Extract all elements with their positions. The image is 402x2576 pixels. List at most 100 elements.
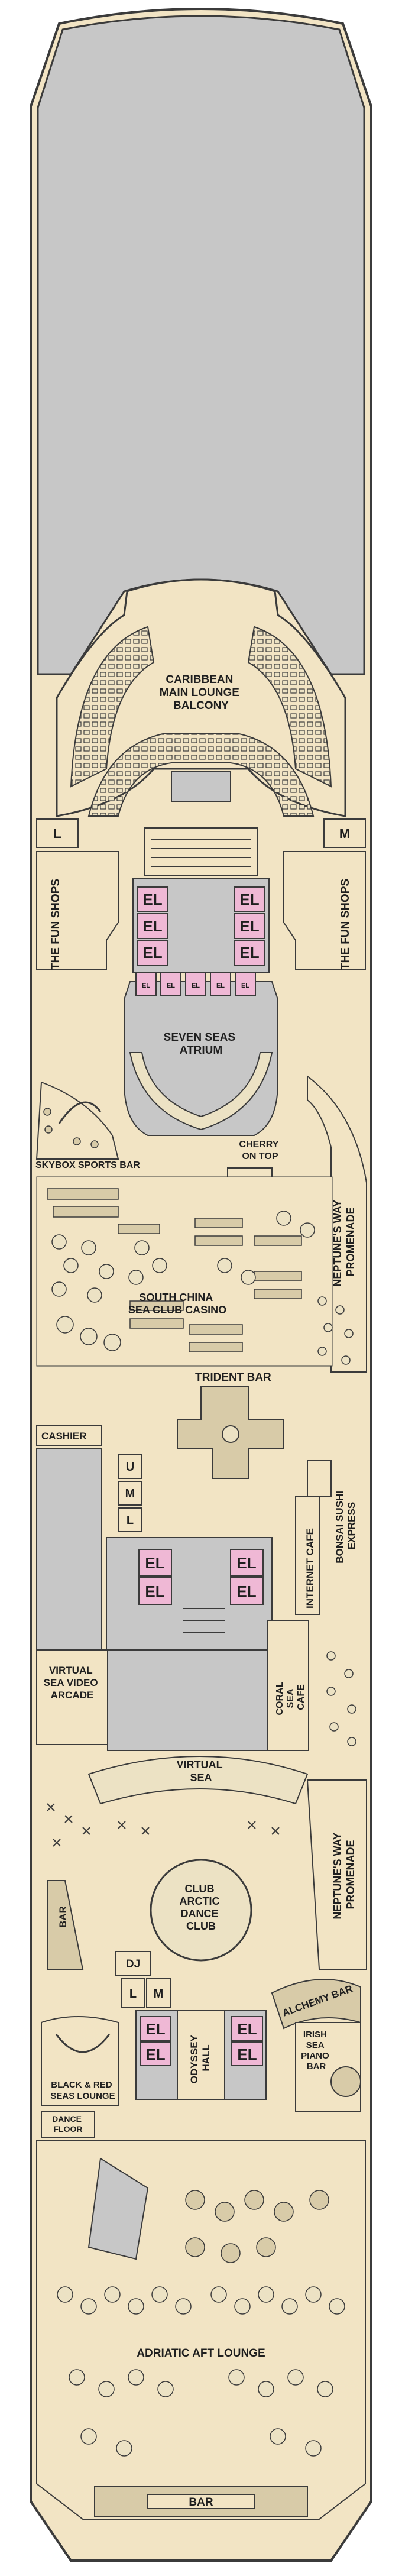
dj-booth[interactable]: DJ	[115, 1951, 151, 1976]
elevator-label: EL	[145, 1554, 164, 1572]
stair-m-label: M	[125, 1487, 135, 1500]
virtual-arcade-label: VIRTUAL SEA VIDEO ARCADE	[44, 1665, 101, 1701]
elevator-square-icon[interactable]	[135, 972, 157, 996]
elevator-label: EL	[237, 2020, 257, 2038]
coral-sea-label: CORAL SEA CAFE	[275, 1679, 306, 1715]
dance-floor[interactable]: DANCE FLOOR	[41, 2111, 95, 2138]
elevator-square-icon[interactable]	[137, 886, 168, 912]
club-arctic-dance-club[interactable]: CLUB ARCTIC DANCE CLUB	[150, 1859, 252, 1962]
stair-l-label: L	[127, 1514, 134, 1527]
lift-l-lower[interactable]	[121, 1978, 145, 2008]
dance-floor-label: DANCE FLOOR	[52, 2114, 84, 2134]
elevator-label: EL	[236, 1554, 256, 1572]
neptunes-way-promenade-upper[interactable]: NEPTUNE'S WAY PROMENADE	[307, 1075, 367, 1373]
adriatic-aft-lounge[interactable]: ADRIATIC AFT LOUNGE	[36, 2140, 366, 2520]
elevator-label: EL	[236, 1583, 256, 1600]
cafe-seating	[326, 1651, 356, 1746]
forward-elevators[interactable]: EL EL EL EL EL EL	[132, 878, 270, 973]
neptunes-way-promenade-lower[interactable]: NEPTUNE'S WAY PROMENADE	[306, 1779, 367, 1970]
atrium-label: SEVEN SEAS ATRIUM	[164, 1031, 239, 1057]
lift-m-top-label: M	[339, 826, 350, 841]
elevator-square-icon[interactable]	[185, 972, 206, 996]
odyssey-hall[interactable]: ODYSSEY HALL	[177, 2010, 225, 2100]
fun-shops-right-label: THE FUN SHOPS	[339, 879, 352, 970]
lounge-seating-mid	[47, 1803, 280, 1847]
adriatic-aft-lounge-label: ADRIATIC AFT LOUNGE	[137, 2347, 265, 2360]
alchemy-bar[interactable]: ALCHEMY BAR	[271, 1979, 361, 2030]
black-red-seas-lounge[interactable]: BLACK & RED SEAS LOUNGE	[41, 2016, 119, 2106]
elevator-square-icon[interactable]	[234, 913, 265, 939]
elevator-square-icon[interactable]	[138, 1577, 172, 1605]
fun-shops-left-label: THE FUN SHOPS	[50, 879, 62, 970]
coral-sea-cafe[interactable]: CORAL SEA CAFE	[267, 1620, 309, 1751]
elevator-square-icon[interactable]	[230, 1577, 264, 1605]
elevator-label: EL	[142, 891, 162, 908]
elevator-small-label: EL	[241, 982, 249, 989]
bonsai-sushi-express[interactable]: BONSAI SUSHI EXPRESS	[307, 1460, 357, 1564]
virtual-sea-video-arcade[interactable]: VIRTUAL SEA VIDEO ARCADE	[36, 1649, 108, 1745]
elevator-square-icon[interactable]	[140, 2016, 171, 2041]
main-lounge-balcony[interactable]: CARIBBEAN MAIN LOUNGE BALCONY	[56, 578, 346, 817]
elevator-label: EL	[145, 1583, 164, 1600]
elevator-square-icon[interactable]	[210, 972, 231, 996]
elevator-small-label: EL	[142, 982, 150, 989]
dj-label: DJ	[126, 1958, 140, 1970]
trident-bar[interactable]: TRIDENT BAR	[177, 1371, 284, 1479]
lift-m-top[interactable]	[323, 818, 366, 848]
seven-seas-atrium[interactable]: EL EL EL EL EL SEVEN SEAS ATRIUM	[124, 972, 278, 1136]
fun-shops-left[interactable]: THE FUN SHOPS	[36, 851, 119, 970]
trident-bar-label: TRIDENT BAR	[195, 1371, 271, 1384]
elevator-label: EL	[142, 944, 162, 962]
mid-center-open-area	[107, 1649, 268, 1751]
odyssey-hall-label: ODYSSEY HALL	[189, 2033, 212, 2084]
virtual-sea-label: VIRTUAL SEA	[177, 1759, 226, 1784]
black-red-lounge-label: BLACK & RED SEAS LOUNGE	[50, 2080, 115, 2101]
neptunes-way-upper-label: NEPTUNE'S WAY PROMENADE	[332, 1197, 356, 1286]
stair-u-label: U	[126, 1461, 134, 1474]
skybox-sports-bar[interactable]: SKYBOX SPORTS BAR	[35, 1081, 140, 1170]
elevator-square-icon[interactable]	[137, 913, 168, 939]
skybox-sports-bar-label: SKYBOX SPORTS BAR	[35, 1160, 140, 1170]
aft-bar-label: BAR	[189, 2496, 213, 2509]
elevator-square-icon[interactable]	[231, 2041, 263, 2066]
club-arctic-label: CLUB ARCTIC DANCE CLUB	[179, 1883, 222, 1932]
elevator-label: EL	[239, 917, 259, 935]
mid-elevators[interactable]: EL EL EL EL	[106, 1537, 273, 1651]
elevator-square-icon[interactable]	[160, 972, 181, 996]
neptunes-way-lower-label: NEPTUNE'S WAY PROMENADE	[332, 1830, 356, 1919]
elevator-label: EL	[237, 2046, 257, 2063]
fun-shops-right[interactable]: THE FUN SHOPS	[283, 851, 366, 970]
elevator-square-icon[interactable]	[234, 886, 265, 912]
cherry-on-top-label: CHERRY ON TOP	[239, 1140, 281, 1161]
elevator-square-icon[interactable]	[138, 1549, 172, 1577]
elevator-label: EL	[145, 2020, 165, 2038]
bar-left-label: BAR	[57, 1906, 69, 1928]
south-china-sea-club-casino[interactable]: SOUTH CHINA SEA CLUB CASINO	[36, 1176, 333, 1367]
irish-sea-piano-bar[interactable]: IRISH SEA PIANO BAR	[295, 2022, 361, 2112]
virtual-sea[interactable]: VIRTUAL SEA	[87, 1756, 309, 1805]
internet-cafe[interactable]: INTERNET CAFE	[295, 1496, 320, 1615]
casino-label: SOUTH CHINA SEA CLUB CASINO	[128, 1292, 226, 1316]
aft-bar[interactable]: BAR	[94, 2486, 308, 2517]
elevator-square-icon[interactable]	[235, 972, 256, 996]
elevator-square-icon[interactable]	[231, 2016, 263, 2041]
elevator-square-icon[interactable]	[137, 940, 168, 966]
elevator-label: EL	[239, 944, 259, 962]
promenade-seating-upper	[317, 1296, 354, 1365]
elevator-label: EL	[239, 891, 259, 908]
bar-left[interactable]: BAR	[47, 1880, 84, 1970]
elevator-label: EL	[142, 917, 162, 935]
mid-staircase[interactable]: U M L	[118, 1454, 142, 1532]
elevator-label: EL	[145, 2046, 165, 2063]
main-lounge-balcony-label: CARIBBEAN MAIN LOUNGE BALCONY	[160, 674, 242, 712]
lift-m-lower[interactable]	[146, 1978, 171, 2008]
elevator-square-icon[interactable]	[230, 1549, 264, 1577]
elevator-small-label: EL	[192, 982, 200, 989]
cashier[interactable]: CASHIER	[36, 1425, 102, 1446]
lift-l-lower-label: L	[129, 1988, 137, 2001]
elevator-square-icon[interactable]	[234, 940, 265, 966]
forward-staircase	[144, 827, 258, 876]
elevator-square-icon[interactable]	[140, 2041, 171, 2066]
elevator-small-label: EL	[216, 982, 225, 989]
lift-l-top[interactable]	[36, 818, 79, 848]
